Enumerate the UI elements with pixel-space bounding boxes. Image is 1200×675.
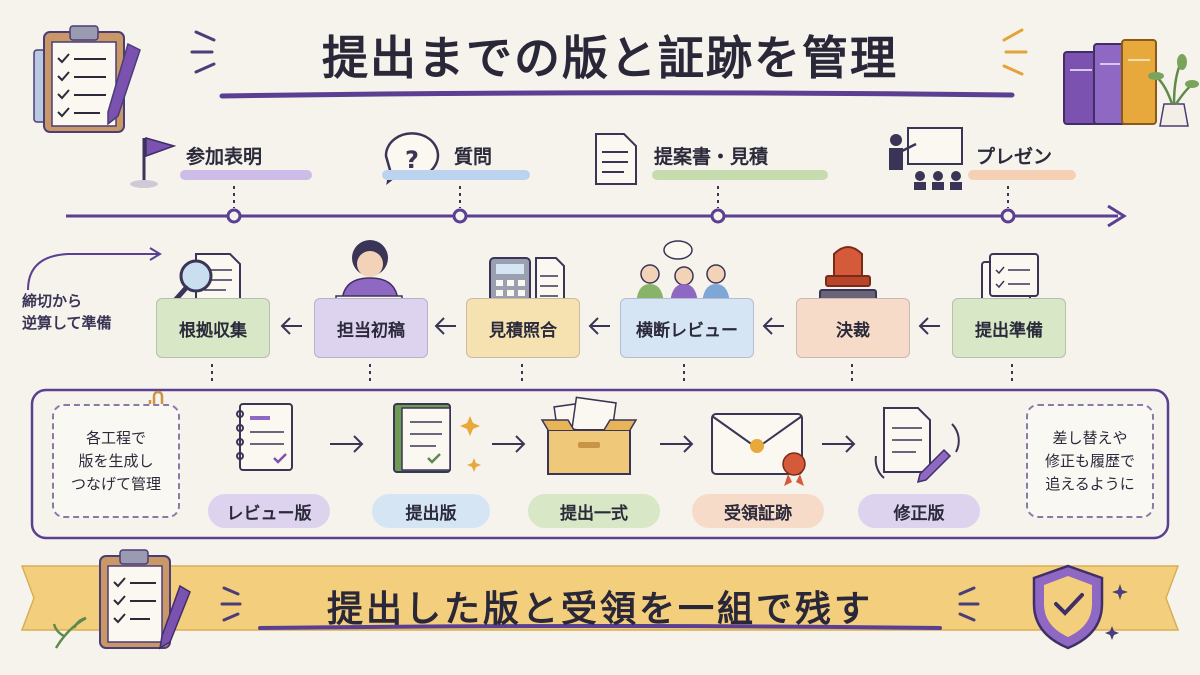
milestone-highlight	[968, 170, 1076, 180]
flag-icon	[130, 137, 177, 188]
clipboard-pen-icon	[33, 25, 141, 133]
left-note-line: 各工程で	[85, 428, 146, 447]
step-teishutsu-junbi: 提出準備	[952, 298, 1066, 358]
milestone-highlight	[382, 170, 530, 180]
sparkle-right-icon	[1002, 28, 1028, 76]
version-arrow	[660, 435, 694, 453]
timeline-arrow-head	[1107, 204, 1127, 228]
presentation-icon	[889, 127, 963, 190]
banner-clipboard-icon	[52, 549, 191, 650]
milestone-label-teian: 提案書・見積	[654, 146, 769, 168]
version-teishutsu-isshiki: 提出一式	[528, 494, 660, 528]
page-title: 提出までの版と証跡を管理	[322, 31, 898, 85]
version-arrow	[330, 435, 364, 453]
side-note-line: 逆算して準備	[22, 314, 112, 332]
milestone-label-sanka: 参加表明	[186, 146, 263, 168]
right-note-line: 差し替えや	[1052, 428, 1128, 447]
timeline-node	[1000, 208, 1016, 224]
step-kessai: 決裁	[796, 298, 910, 358]
banner-sparkle-right-icon	[958, 586, 980, 622]
banner-sparkle-left-icon	[220, 586, 242, 622]
right-note-line: 修正も履歴で	[1044, 451, 1135, 470]
flow-arrow	[434, 317, 456, 335]
milestone-highlight	[180, 170, 312, 180]
stamp-icon	[819, 246, 877, 305]
box-icon	[540, 396, 638, 475]
sealed-envelope-icon	[711, 413, 806, 486]
document-icon	[595, 133, 637, 185]
books-plant-icon	[1063, 39, 1199, 127]
left-note-line: つなげて管理	[70, 474, 161, 493]
flow-arrow	[762, 317, 784, 335]
shield-check-icon	[1032, 564, 1128, 650]
binder-icon	[393, 403, 481, 473]
step-mitsumori: 見積照合	[466, 298, 580, 358]
timeline-node	[226, 208, 242, 224]
version-arrow	[492, 435, 526, 453]
side-note-line: 締切から	[22, 292, 83, 310]
side-note: 締切から 逆算して準備	[22, 290, 112, 334]
timeline-node	[452, 208, 468, 224]
version-review: レビュー版	[208, 494, 330, 528]
timeline-node	[710, 208, 726, 224]
milestone-highlight	[652, 170, 828, 180]
left-note: 各工程で 版を生成し つなげて管理	[52, 404, 180, 518]
flow-arrow	[918, 317, 940, 335]
step-review: 横断レビュー	[620, 298, 754, 358]
version-teishutsu: 提出版	[372, 494, 490, 528]
svg-text:?: ?	[405, 146, 419, 174]
notebook-icon	[236, 403, 293, 471]
version-shusei: 修正版	[858, 494, 980, 528]
revised-document-icon	[874, 407, 960, 484]
sparkle-left-icon	[190, 30, 216, 74]
banner-ribbon	[20, 565, 1180, 631]
right-note-line: 追えるように	[1045, 474, 1135, 493]
magnifier-document-icon	[167, 253, 241, 309]
title-underline	[219, 90, 1015, 99]
version-juryo: 受領証跡	[692, 494, 824, 528]
flow-arrow	[280, 317, 302, 335]
milestone-label-shitsumon: 質問	[454, 146, 493, 168]
step-tanto: 担当初稿	[314, 298, 428, 358]
right-note: 差し替えや 修正も履歴で 追えるように	[1026, 404, 1154, 518]
versions-container	[30, 388, 1170, 540]
backward-arrow	[27, 253, 158, 291]
person-writing-icon	[335, 240, 403, 305]
banner-text: 提出した版と受領を一組で残す	[326, 589, 873, 630]
milestone-label-presen: プレゼン	[976, 146, 1053, 168]
step-konkyo: 根拠収集	[156, 298, 270, 358]
file-folder-icon	[981, 253, 1039, 305]
left-note-line: 版を生成し	[78, 451, 154, 470]
version-arrow	[822, 435, 856, 453]
flow-arrow	[588, 317, 610, 335]
